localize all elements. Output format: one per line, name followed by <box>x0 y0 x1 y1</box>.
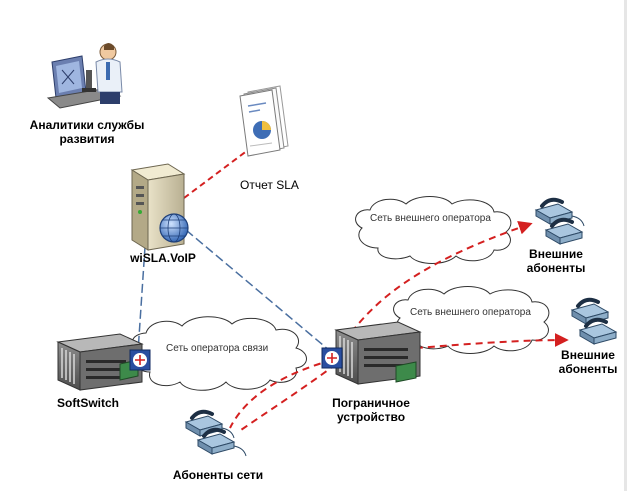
link-server-report <box>175 149 249 205</box>
phone-icon-network-2 <box>196 427 247 457</box>
link-server-border <box>185 229 337 357</box>
label-border-device: Пограничное устройство <box>332 396 410 424</box>
label-server: wiSLA.VoIP <box>130 251 196 265</box>
label-analysts: Аналитики службы развития <box>29 118 145 146</box>
label-report: Отчет SLA <box>240 178 299 192</box>
server-icon <box>130 163 189 251</box>
border-device-icon <box>321 321 422 385</box>
link-server-softswitch <box>137 231 147 353</box>
label-cloud-operator: Сеть оператора связи <box>166 343 269 354</box>
link-border-external-1 <box>337 221 533 353</box>
cloud-external-operator-2 <box>393 286 550 354</box>
phone-icon-external-1a <box>534 197 585 227</box>
label-external-subscribers-1: Внешние абоненты <box>526 247 586 275</box>
phone-icon-network-1 <box>184 409 235 439</box>
label-cloud-external-1: Сеть внешнего оператора <box>370 213 491 224</box>
cloud-operator-network <box>131 316 307 391</box>
phone-icon-external-1b <box>544 217 584 245</box>
label-softswitch: SoftSwitch <box>57 396 119 410</box>
report-icon <box>239 85 289 157</box>
analyst-icon <box>46 43 123 109</box>
phone-icon-external-2b <box>578 317 618 345</box>
label-external-subscribers-2: Внешние абоненты <box>558 348 618 376</box>
softswitch-icon <box>56 333 151 391</box>
label-network-subscribers: Абоненты сети <box>172 468 264 482</box>
label-cloud-external-2: Сеть внешнего оператора <box>410 307 531 318</box>
page-right-edge <box>624 0 627 491</box>
link-border-subscribers <box>229 359 333 429</box>
cloud-external-operator-1 <box>355 196 512 264</box>
